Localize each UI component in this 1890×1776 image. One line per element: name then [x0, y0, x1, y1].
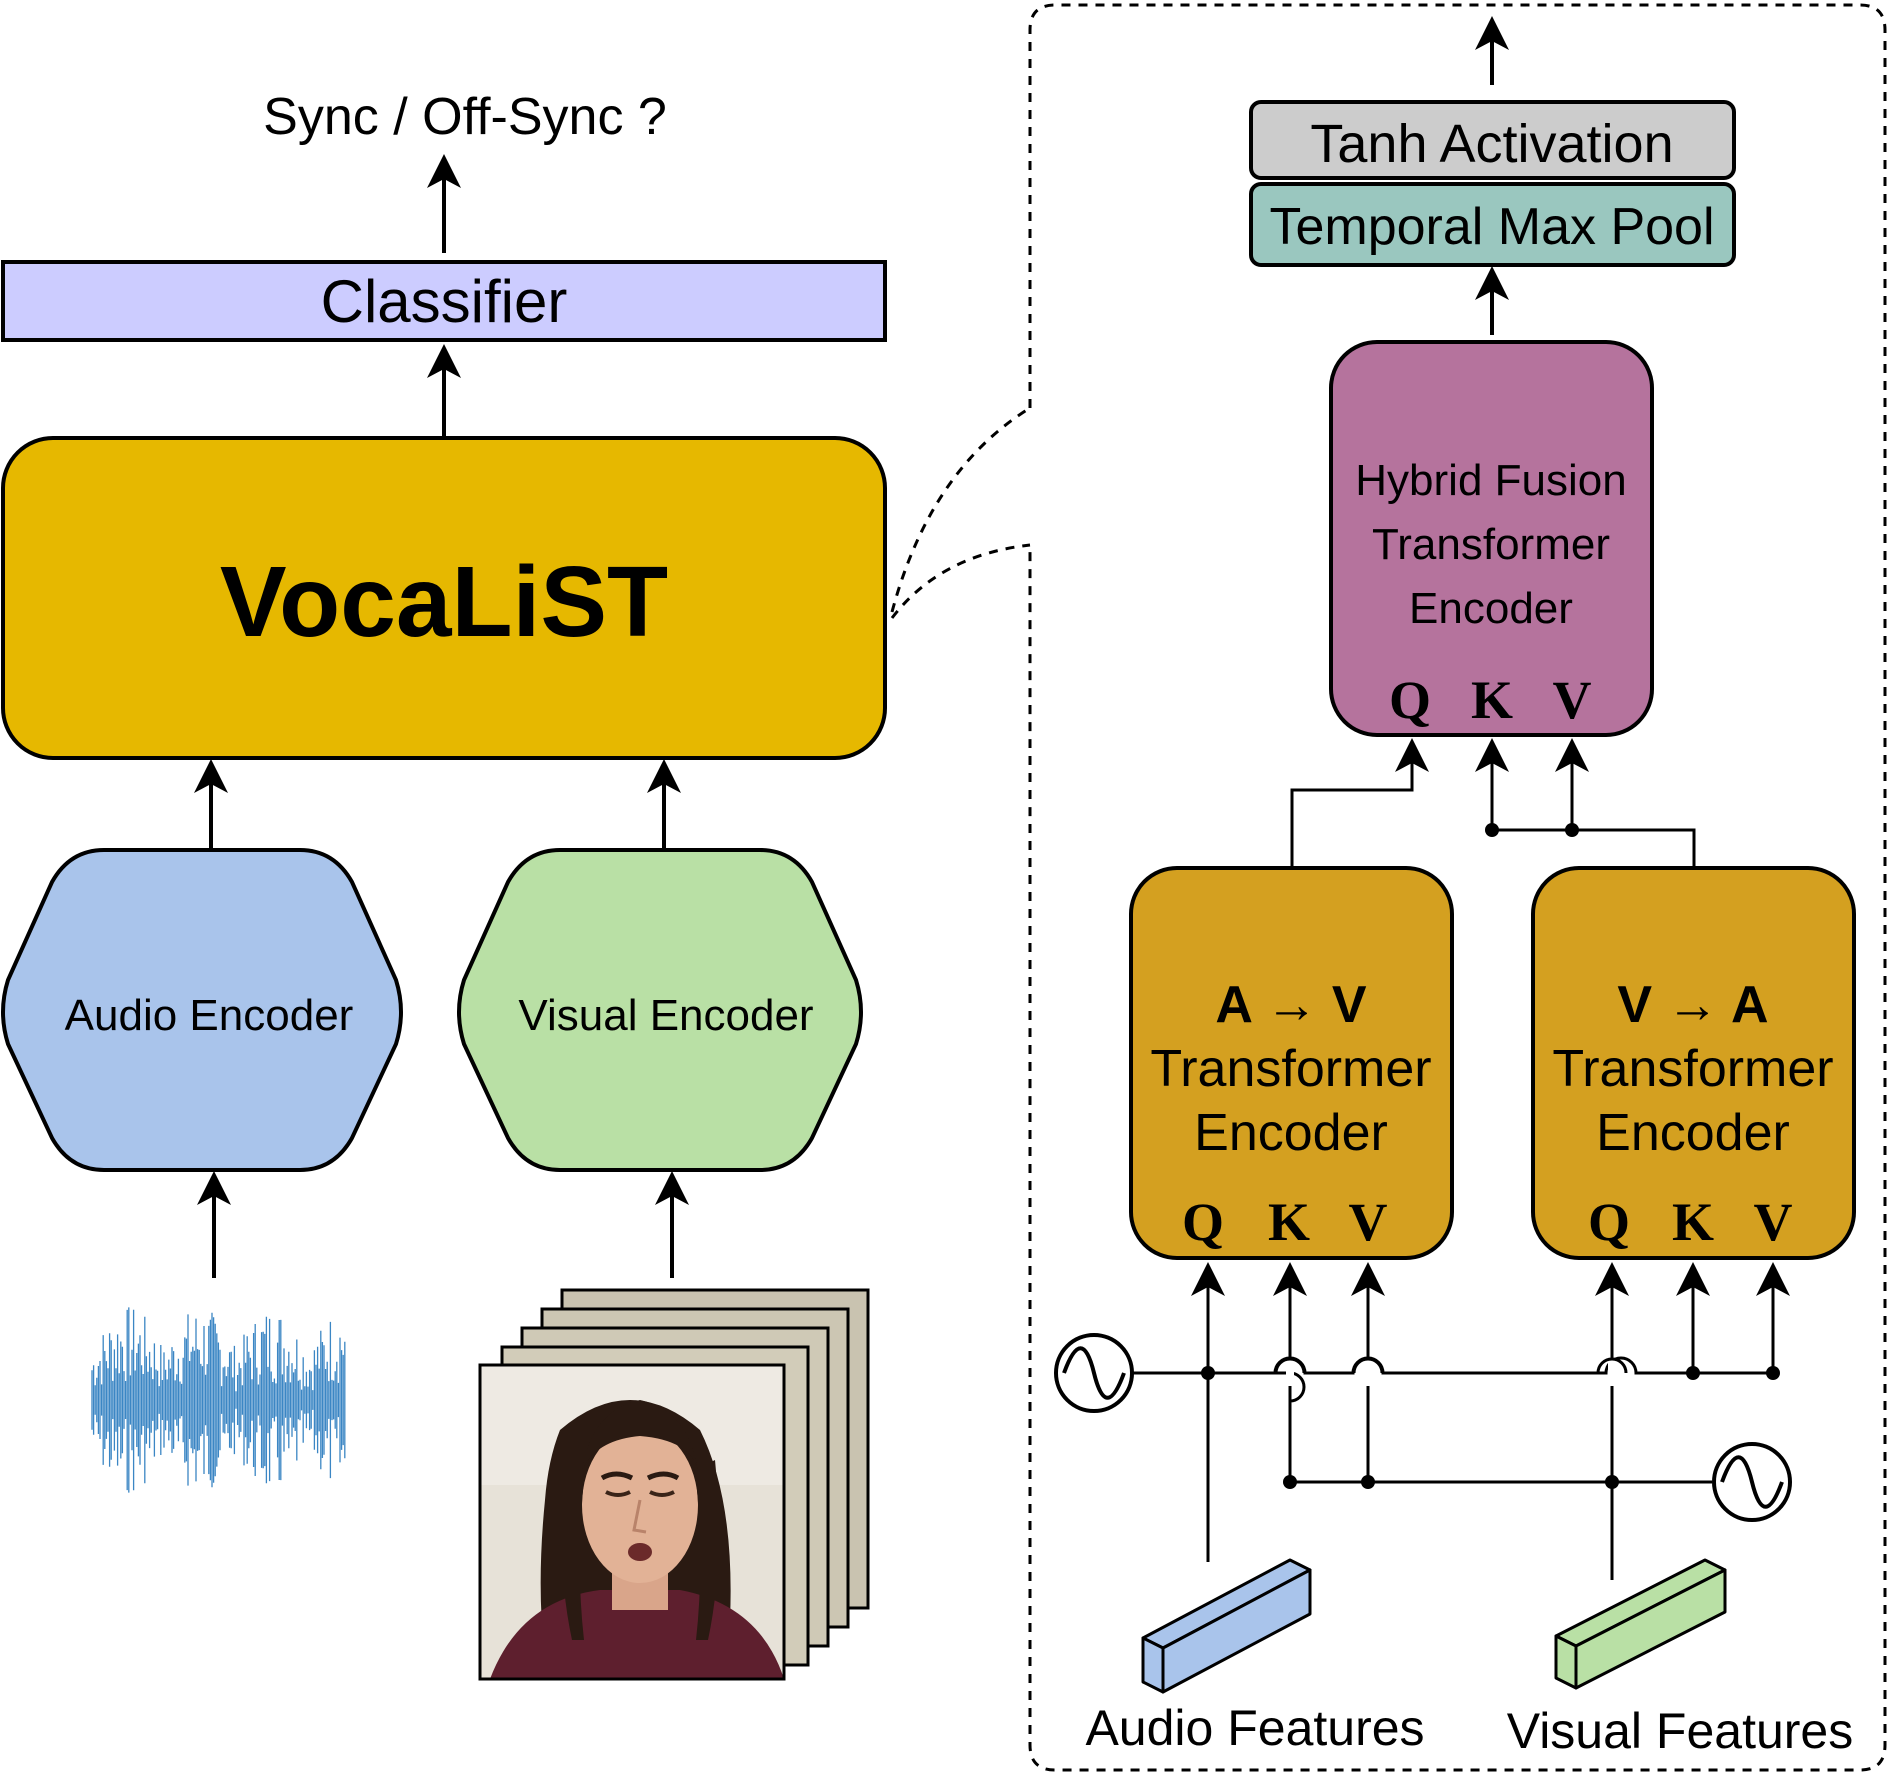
vocalist-title: VocaLiST: [220, 546, 668, 658]
va-v-label: V: [1754, 1192, 1793, 1252]
av-title-line-3: Encoder: [1194, 1104, 1388, 1162]
tanh-activation-block: Tanh Activation: [1249, 100, 1736, 180]
visual-encoder-label: Visual Encoder: [518, 991, 813, 1040]
av-title-line-1: A → V: [1215, 976, 1367, 1034]
tanh-activation-label: Tanh Activation: [1310, 114, 1673, 174]
audio-features-cuboid: [1141, 1558, 1312, 1694]
junction-dot: [1283, 1475, 1297, 1489]
zoom-connector-lower: [890, 543, 1031, 619]
temporal-max-pool-label: Temporal Max Pool: [1269, 198, 1714, 256]
av-k-label: K: [1268, 1192, 1310, 1252]
face-photo-frame: [480, 1365, 784, 1679]
positional-encoding-icon: [1712, 1442, 1792, 1522]
hybrid-v-label: V: [1553, 670, 1592, 730]
wire-crossover-hops: [1274, 1345, 1628, 1400]
positional-encoding-icon: [1054, 1333, 1134, 1413]
junction-dot: [1201, 1366, 1215, 1380]
va-transformer-block: V → A Transformer Encoder Q K V: [1531, 866, 1856, 1260]
feature-input-wiring: [1130, 1262, 1790, 1580]
hybrid-title-line-2: Transformer: [1372, 520, 1610, 569]
va-title-line-1: V → A: [1617, 976, 1768, 1034]
audio-encoder-label: Audio Encoder: [65, 991, 354, 1040]
hybrid-title-line-1: Hybrid Fusion: [1355, 456, 1626, 505]
junction-dot: [1565, 823, 1579, 837]
visual-encoder-block: Visual Encoder: [457, 848, 863, 1172]
classifier-block: Classifier: [1, 260, 887, 342]
wire-crossover-gaps: [1286, 1360, 1616, 1386]
va-k-label: K: [1672, 1192, 1714, 1252]
junction-dot: [1361, 1475, 1375, 1489]
junction-dot: [1485, 823, 1499, 837]
audio-encoder-block: Audio Encoder: [1, 848, 403, 1172]
vocalist-block: VocaLiST: [1, 436, 887, 760]
zoom-connector-upper: [890, 406, 1031, 613]
va-title-line-2: Transformer: [1552, 1040, 1833, 1098]
hybrid-q-label: Q: [1389, 670, 1431, 730]
video-frames-stack: [478, 1288, 870, 1681]
junction-dot: [1766, 1366, 1780, 1380]
temporal-max-pool-block: Temporal Max Pool: [1249, 182, 1736, 267]
junction-dot: [1686, 1366, 1700, 1380]
visual-features-cuboid: [1554, 1558, 1727, 1690]
av-transformer-block: A → V Transformer Encoder Q K V: [1129, 866, 1454, 1260]
hybrid-fusion-block: Hybrid Fusion Transformer Encoder Q K V: [1329, 340, 1654, 737]
audio-waveform: [91, 1307, 346, 1493]
av-title-line-2: Transformer: [1150, 1040, 1431, 1098]
av-v-label: V: [1349, 1192, 1388, 1252]
va-title-line-3: Encoder: [1596, 1104, 1790, 1162]
waveform-strokes: [91, 1307, 346, 1493]
visual-features-label: Visual Features: [1507, 1703, 1853, 1759]
av-q-label: Q: [1182, 1192, 1224, 1252]
va-q-label: Q: [1588, 1192, 1630, 1252]
classifier-label: Classifier: [321, 268, 568, 335]
hybrid-title-line-3: Encoder: [1409, 584, 1573, 633]
output-label: Sync / Off-Sync ?: [263, 88, 667, 146]
audio-features-label: Audio Features: [1085, 1700, 1424, 1756]
hybrid-k-label: K: [1471, 670, 1513, 730]
hybrid-input-wiring: [1290, 738, 1696, 868]
junction-dot: [1605, 1475, 1619, 1489]
